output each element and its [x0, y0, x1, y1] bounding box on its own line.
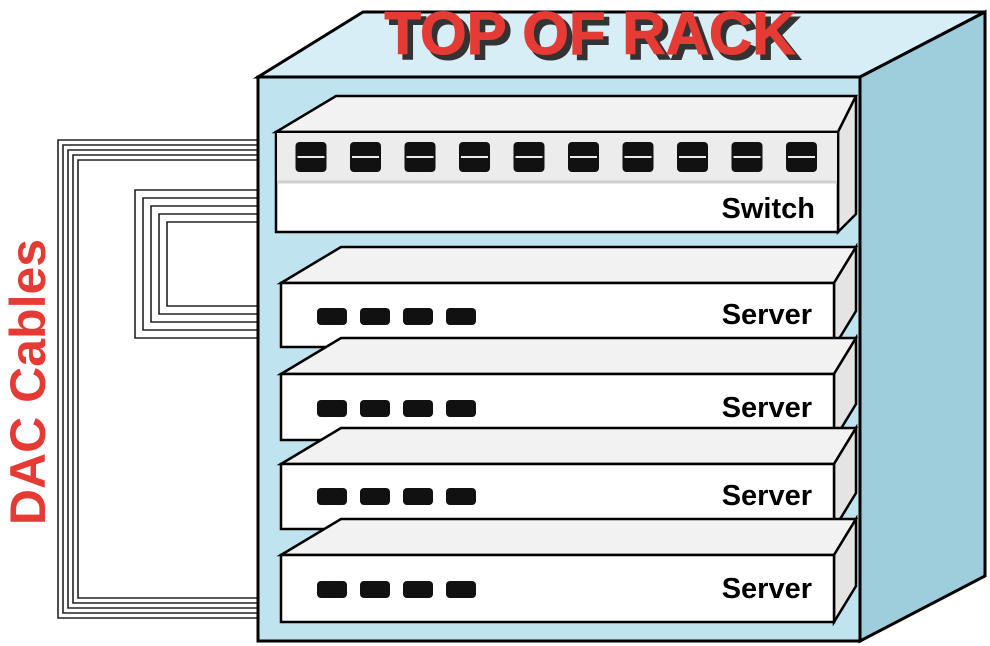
port-icon	[403, 400, 433, 417]
server-label: Server	[722, 392, 812, 424]
port-icon	[360, 308, 390, 325]
port-icon	[403, 581, 433, 598]
port-icon	[317, 400, 347, 417]
dac-cable	[142, 197, 258, 331]
dac-cable	[158, 213, 258, 315]
port-icon	[403, 308, 433, 325]
port-icon	[317, 488, 347, 505]
server-label: Server	[722, 299, 812, 331]
port-icon	[446, 308, 476, 325]
server-ports	[317, 308, 476, 325]
dac-cable	[62, 144, 258, 614]
port-icon	[360, 488, 390, 505]
server-2: Server	[276, 333, 859, 445]
dac-cable	[166, 221, 258, 307]
server-top-face	[276, 517, 859, 557]
server-top-face	[276, 245, 859, 285]
dac-cables-label: DAC Cables	[0, 239, 56, 525]
port-icon	[317, 308, 347, 325]
dac-cable	[67, 149, 258, 609]
rack-side	[858, 9, 987, 644]
title-text: TOP OF RACK	[384, 0, 795, 67]
dac-cable	[57, 139, 258, 619]
server-ports	[317, 581, 476, 598]
dac-cable	[150, 205, 258, 323]
title-shadow: TOP OF RACK	[389, 5, 800, 72]
servers: Server Server Server Server	[276, 242, 859, 627]
port-icon	[317, 581, 347, 598]
server-top-face	[276, 336, 859, 376]
port-icon	[360, 581, 390, 598]
switch: Switch	[271, 94, 859, 236]
server-top-face	[276, 426, 859, 466]
server-3: Server	[276, 423, 859, 534]
dac-cable	[72, 154, 258, 604]
dac-cable	[134, 189, 258, 339]
title: TOP OF RACK TOP OF RACK	[384, 0, 802, 73]
switch-label: Switch	[722, 193, 815, 225]
server-ports	[317, 400, 476, 417]
port-icon	[446, 400, 476, 417]
port-icon	[446, 488, 476, 505]
switch-top-face	[271, 94, 859, 134]
server-label: Server	[722, 480, 812, 512]
server-label: Server	[722, 573, 812, 605]
server-ports	[317, 488, 476, 505]
server-4: Server	[276, 514, 859, 627]
dac-cables	[57, 139, 258, 619]
switch-ports	[295, 142, 817, 172]
port-icon	[360, 400, 390, 417]
port-icon	[403, 488, 433, 505]
port-icon	[446, 581, 476, 598]
dac-cable	[77, 159, 258, 599]
server-1: Server	[276, 242, 859, 352]
